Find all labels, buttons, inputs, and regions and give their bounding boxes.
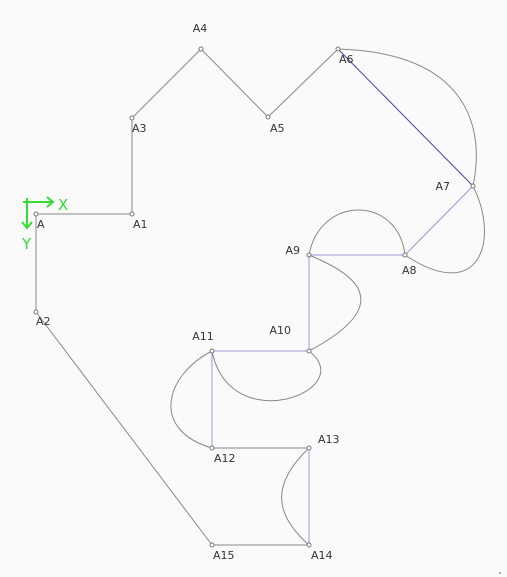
edge-arc-a11-a12	[170, 350, 213, 449]
point-a9[interactable]	[306, 252, 312, 258]
point-label-a12: A12	[214, 452, 236, 465]
edge-line-a5-a6	[267, 48, 339, 118]
point-a13[interactable]	[306, 445, 312, 451]
point-label-a2: A2	[36, 315, 51, 328]
point-a1[interactable]	[129, 211, 135, 217]
edges-layer	[35, 48, 485, 546]
edge-line-a3-a4	[131, 48, 202, 119]
axes-indicator: X Y	[21, 196, 68, 253]
point-a14[interactable]	[306, 542, 312, 548]
point-a11[interactable]	[209, 348, 215, 354]
edge-arc-a7-a8	[404, 185, 485, 274]
point-label-a1: A1	[133, 218, 148, 231]
edge-arc-a10-a11	[211, 350, 322, 402]
point-label-a3: A3	[132, 122, 147, 135]
edge-line-a15-a2	[35, 311, 213, 546]
point-label-a7: A7	[435, 180, 450, 193]
point-label-a6: A6	[339, 53, 354, 66]
point-a7[interactable]	[470, 183, 476, 189]
corner-dot	[499, 572, 501, 574]
point-a4[interactable]	[198, 46, 204, 52]
point-label-a15: A15	[213, 549, 235, 562]
y-axis-label: Y	[21, 235, 32, 253]
point-label-a14: A14	[311, 549, 333, 562]
point-a15[interactable]	[209, 542, 215, 548]
point-a5[interactable]	[265, 114, 271, 120]
point-a12[interactable]	[209, 445, 215, 451]
point-label-a11: A11	[192, 330, 214, 343]
edge-line-a6-a7	[337, 48, 474, 187]
edge-line-a7-a8	[404, 185, 474, 256]
edge-arc-a8-a9	[308, 209, 406, 256]
point-a[interactable]	[33, 211, 39, 217]
point-a10[interactable]	[306, 348, 312, 354]
point-label-a4: A4	[193, 22, 208, 35]
point-label-a10: A10	[269, 324, 291, 337]
x-axis-label: X	[58, 196, 68, 214]
edge-line-a4-a5	[200, 48, 269, 118]
point-a6[interactable]	[335, 46, 341, 52]
point-label-a13: A13	[318, 433, 340, 446]
edge-arc-a13-a14	[281, 447, 310, 546]
point-label-a: A	[37, 218, 45, 231]
point-label-a9: A9	[285, 244, 300, 257]
x-axis-arrowhead	[46, 196, 55, 208]
point-a3[interactable]	[129, 115, 135, 121]
edge-arc-a9-a10	[308, 254, 362, 352]
point-label-a8: A8	[402, 264, 417, 277]
edge-arc-a6-a7	[337, 48, 477, 187]
point-a2[interactable]	[33, 309, 39, 315]
point-a8[interactable]	[402, 252, 408, 258]
points-layer	[33, 46, 476, 548]
y-axis-arrowhead	[21, 221, 33, 230]
point-label-a5: A5	[270, 122, 285, 135]
